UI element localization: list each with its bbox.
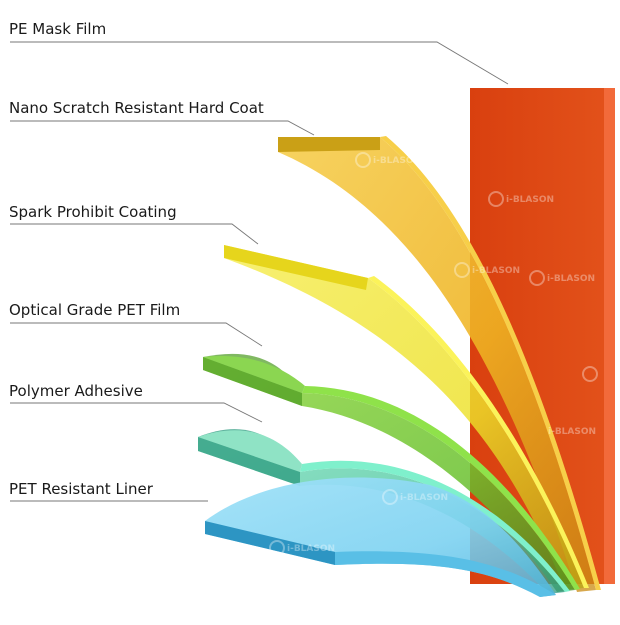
leader-polymer-adhesive (10, 402, 263, 423)
layer-optical-grade-pet-film (203, 353, 580, 592)
layer-spark-prohibit-coating (224, 245, 589, 590)
label-pe-mask-film: PE Mask Film (9, 20, 107, 38)
label-spark-prohibit-coating: Spark Prohibit Coating (9, 203, 177, 221)
liner-front-edge (205, 521, 335, 565)
watermark-logo-icon (355, 152, 371, 168)
leader-optical-grade-pet-film (10, 322, 263, 347)
watermark-2: i-BLASON (547, 274, 595, 284)
label-nano-scratch-hard-coat: Nano Scratch Resistant Hard Coat (9, 99, 264, 117)
leader-lines (10, 41, 509, 502)
leader-spark-prohibit-coating (10, 223, 259, 245)
layer-pet-resistant-liner (205, 477, 556, 597)
optical-film-top (203, 355, 305, 393)
spark-coating-top-edge (224, 245, 368, 290)
watermark-logo-icon (382, 489, 398, 505)
optical-film-shadow (203, 353, 302, 406)
watermark-7: i-BLASON (287, 544, 335, 554)
watermark-5: i-BLASON (400, 493, 448, 503)
watermark-6: i-BLASON (548, 427, 596, 437)
watermark-logo-icon (269, 540, 285, 556)
watermark-3: i-BLASON (373, 156, 421, 166)
pe-mask-film-edge (604, 88, 615, 584)
watermarks: i-BLASON i-BLASON i-BLASON i-BLASON i-BL… (269, 152, 598, 556)
watermark-4: i-BLASON (472, 266, 520, 276)
label-optical-grade-pet-film: Optical Grade PET Film (9, 301, 181, 319)
liner-side-edge (335, 551, 556, 597)
hard-coat-top-edge (278, 137, 380, 152)
leader-nano-scratch-hard-coat (10, 120, 315, 136)
watermark-logo-icon (454, 262, 470, 278)
watermark-logo-icon (488, 191, 504, 207)
label-polymer-adhesive: Polymer Adhesive (9, 382, 143, 400)
adhesive-top (198, 430, 302, 472)
leader-pe-mask-film (10, 41, 509, 85)
watermark-logo-icon (582, 366, 598, 382)
spark-coating-face (224, 245, 584, 590)
label-pet-resistant-liner: PET Resistant Liner (9, 480, 153, 498)
watermark-logo-icon (529, 270, 545, 286)
watermark-1: i-BLASON (506, 195, 554, 205)
